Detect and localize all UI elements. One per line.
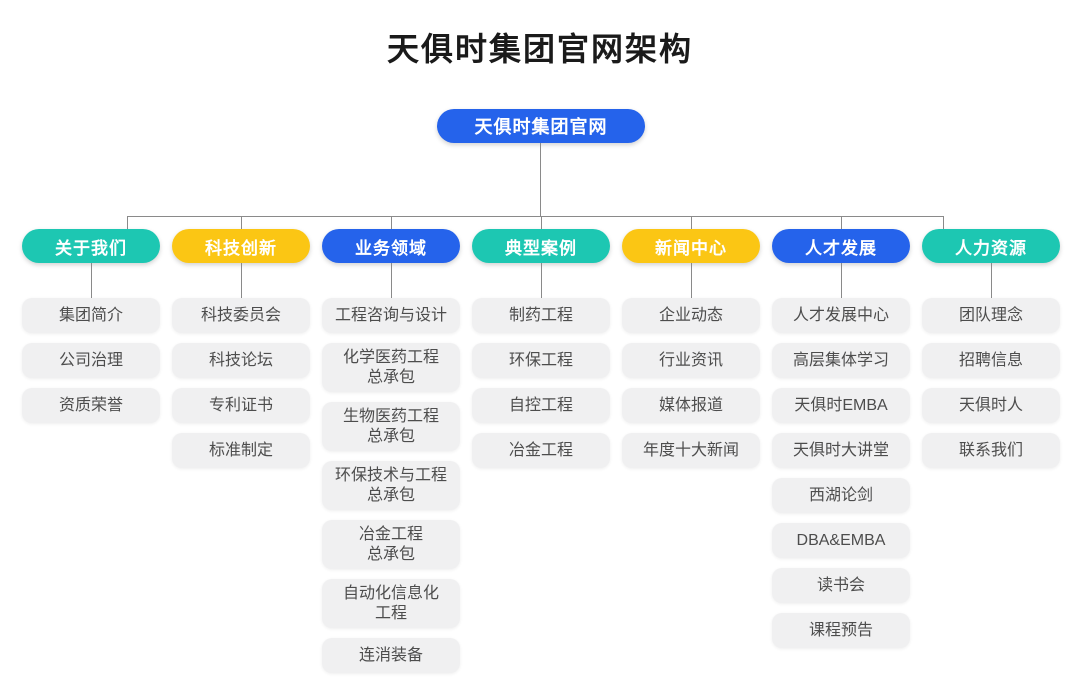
sitemap-node: 冶金工程 总承包 xyxy=(322,520,460,569)
sitemap-node: 招聘信息 xyxy=(922,343,1060,378)
branch-header-about: 关于我们 xyxy=(22,229,160,263)
sitemap-node: 科技论坛 xyxy=(172,343,310,378)
sitemap-node: 科技委员会 xyxy=(172,298,310,333)
sitemap-node: 生物医药工程 总承包 xyxy=(322,402,460,451)
branch-items-news: 企业动态 行业资讯 媒体报道 年度十大新闻 xyxy=(622,298,760,468)
connector-header-stub xyxy=(240,263,242,298)
connector-branch-stub xyxy=(391,216,392,230)
branch-items-business: 工程咨询与设计 化学医药工程 总承包 生物医药工程 总承包 环保技术与工程 总承… xyxy=(322,298,460,673)
sitemap-node: 读书会 xyxy=(772,568,910,603)
branch-header-talent: 人才发展 xyxy=(772,229,910,263)
sitemap-node: 冶金工程 xyxy=(472,433,610,468)
sitemap-node: 化学医药工程 总承包 xyxy=(322,343,460,392)
sitemap-node: DBA&EMBA xyxy=(772,523,910,558)
branch-column-business: 业务领域 工程咨询与设计 化学医药工程 总承包 生物医药工程 总承包 环保技术与… xyxy=(322,229,460,673)
connector-branch-stub xyxy=(541,216,542,230)
sitemap-node: 西湖论剑 xyxy=(772,478,910,513)
sitemap-node: 自控工程 xyxy=(472,388,610,423)
branch-column-hr: 人力资源 团队理念 招聘信息 天俱时人 联系我们 xyxy=(922,229,1060,468)
branch-column-tech-innovation: 科技创新 科技委员会 科技论坛 专利证书 标准制定 xyxy=(172,229,310,468)
branch-column-talent: 人才发展 人才发展中心 高层集体学习 天俱时EMBA 天俱时大讲堂 西湖论剑 D… xyxy=(772,229,910,648)
branch-header-news: 新闻中心 xyxy=(622,229,760,263)
branch-items-hr: 团队理念 招聘信息 天俱时人 联系我们 xyxy=(922,298,1060,468)
connector-branch-stub xyxy=(691,216,692,230)
branch-column-news: 新闻中心 企业动态 行业资讯 媒体报道 年度十大新闻 xyxy=(622,229,760,468)
connector-branch-stub xyxy=(943,216,944,230)
branch-header-hr: 人力资源 xyxy=(922,229,1060,263)
branch-header-business: 业务领域 xyxy=(322,229,460,263)
connector-header-stub xyxy=(690,263,692,298)
sitemap-node: 人才发展中心 xyxy=(772,298,910,333)
sitemap-node: 环保技术与工程 总承包 xyxy=(322,461,460,510)
sitemap-node: 团队理念 xyxy=(922,298,1060,333)
branch-header-cases: 典型案例 xyxy=(472,229,610,263)
connector-header-stub xyxy=(990,263,992,298)
sitemap-node: 制药工程 xyxy=(472,298,610,333)
branch-items-tech-innovation: 科技委员会 科技论坛 专利证书 标准制定 xyxy=(172,298,310,468)
connector-horizontal-bus xyxy=(127,216,944,217)
connector-header-stub xyxy=(840,263,842,298)
branch-column-about: 关于我们 集团简介 公司治理 资质荣誉 xyxy=(22,229,160,423)
sitemap-node: 年度十大新闻 xyxy=(622,433,760,468)
sitemap-node: 标准制定 xyxy=(172,433,310,468)
page-title: 天俱时集团官网架构 xyxy=(386,31,693,67)
sitemap-node: 课程预告 xyxy=(772,613,910,648)
connector-root-stem xyxy=(540,143,541,216)
sitemap-node: 天俱时EMBA xyxy=(772,388,910,423)
sitemap-node: 资质荣誉 xyxy=(22,388,160,423)
sitemap-node: 行业资讯 xyxy=(622,343,760,378)
branch-column-cases: 典型案例 制药工程 环保工程 自控工程 冶金工程 xyxy=(472,229,610,468)
branch-items-about: 集团简介 公司治理 资质荣誉 xyxy=(22,298,160,423)
sitemap-node: 自动化信息化 工程 xyxy=(322,579,460,628)
sitemap-node: 联系我们 xyxy=(922,433,1060,468)
connector-header-stub xyxy=(540,263,542,298)
sitemap-node: 连消装备 xyxy=(322,638,460,673)
branch-items-cases: 制药工程 环保工程 自控工程 冶金工程 xyxy=(472,298,610,468)
sitemap-node: 集团简介 xyxy=(22,298,160,333)
sitemap-node: 环保工程 xyxy=(472,343,610,378)
sitemap-node: 企业动态 xyxy=(622,298,760,333)
sitemap-node: 公司治理 xyxy=(22,343,160,378)
connector-branch-stub xyxy=(127,216,128,230)
connector-header-stub xyxy=(390,263,392,298)
sitemap-node: 媒体报道 xyxy=(622,388,760,423)
sitemap-node: 专利证书 xyxy=(172,388,310,423)
connector-branch-stub xyxy=(841,216,842,230)
connector-branch-stub xyxy=(241,216,242,230)
sitemap-node: 天俱时人 xyxy=(922,388,1060,423)
connector-header-stub xyxy=(90,263,92,298)
branch-header-tech-innovation: 科技创新 xyxy=(172,229,310,263)
sitemap-node: 天俱时大讲堂 xyxy=(772,433,910,468)
root-node: 天俱时集团官网 xyxy=(437,109,645,143)
branch-items-talent: 人才发展中心 高层集体学习 天俱时EMBA 天俱时大讲堂 西湖论剑 DBA&EM… xyxy=(772,298,910,648)
sitemap-node: 工程咨询与设计 xyxy=(322,298,460,333)
sitemap-node: 高层集体学习 xyxy=(772,343,910,378)
